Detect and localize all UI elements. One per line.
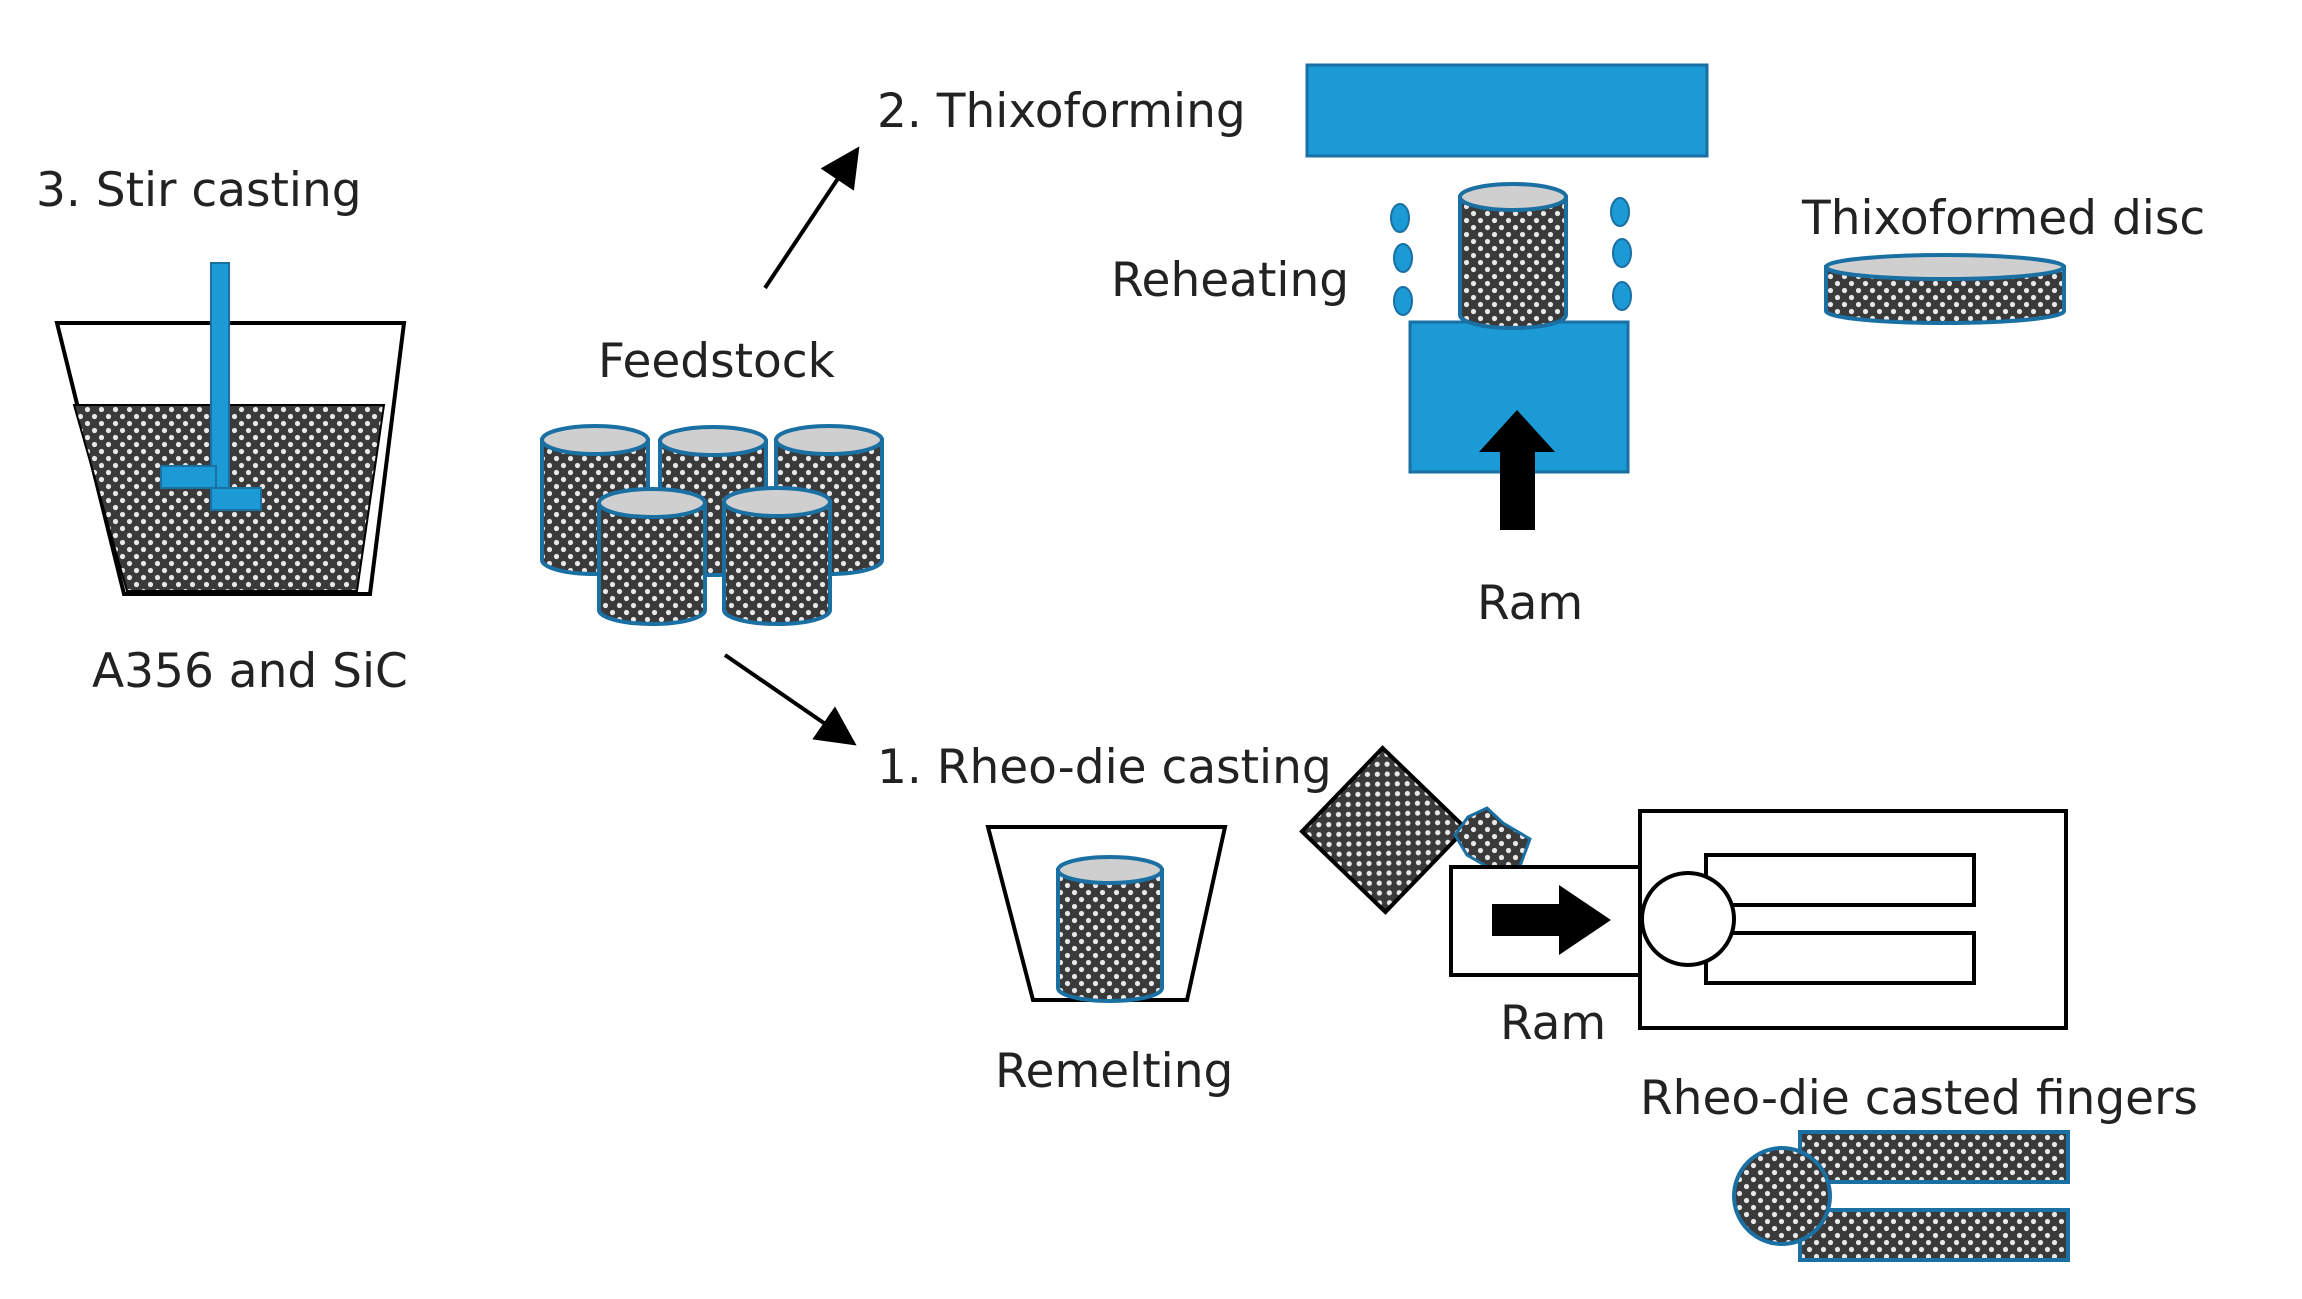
die-cavity-gate bbox=[1640, 871, 1736, 967]
die-casting-machine bbox=[1449, 809, 2068, 1030]
die-cavity-finger-lower bbox=[1704, 931, 1976, 985]
thixoforming-label: 2. Thixoforming bbox=[877, 84, 1246, 139]
reheating-label: Reheating bbox=[1111, 253, 1350, 308]
stirrer-blade-right bbox=[210, 487, 262, 511]
thixoformed-disc-label: Thixoformed disc bbox=[1802, 191, 2206, 246]
thixoforming-press bbox=[1305, 63, 1709, 530]
rheo-die-casting-label: 1. Rheo-die casting bbox=[877, 740, 1332, 795]
pouring-ladle bbox=[1299, 745, 1469, 915]
stir-casting-crucible bbox=[54, 262, 407, 596]
rheo-die-casted-fingers bbox=[1732, 1130, 2070, 1262]
billet bbox=[597, 487, 707, 626]
ram-arrow-up-icon bbox=[1479, 410, 1555, 530]
feedstock-label: Feedstock bbox=[598, 334, 835, 389]
a356-sic-label: A356 and SiC bbox=[92, 644, 408, 699]
arrow-to-rheo-die-casting bbox=[723, 653, 857, 746]
thixoformed-disc bbox=[1824, 253, 2066, 325]
feedstock-billets bbox=[540, 424, 884, 626]
ram-arrow-right-icon bbox=[1492, 885, 1611, 955]
stirrer-blade-left bbox=[160, 465, 217, 489]
upper-die bbox=[1305, 63, 1709, 158]
remelting-crucible bbox=[985, 825, 1228, 1003]
heating-drops-left bbox=[1390, 203, 1413, 316]
billet-in-press bbox=[1458, 182, 1568, 330]
remelting-label: Remelting bbox=[995, 1044, 1234, 1099]
billet bbox=[722, 486, 832, 626]
ram-label-die-casting: Ram bbox=[1500, 996, 1607, 1051]
ram-label-thixoforming: Ram bbox=[1477, 576, 1584, 631]
arrow-to-thixoforming bbox=[763, 146, 860, 290]
stir-casting-label: 3. Stir casting bbox=[36, 163, 362, 218]
rheo-die-casted-fingers-label: Rheo-die casted fingers bbox=[1640, 1071, 2198, 1126]
poured-slug bbox=[1453, 806, 1532, 873]
heating-drops-right bbox=[1610, 197, 1632, 311]
billet-in-crucible bbox=[1056, 855, 1164, 1003]
die-cavity-finger-upper bbox=[1704, 853, 1976, 907]
